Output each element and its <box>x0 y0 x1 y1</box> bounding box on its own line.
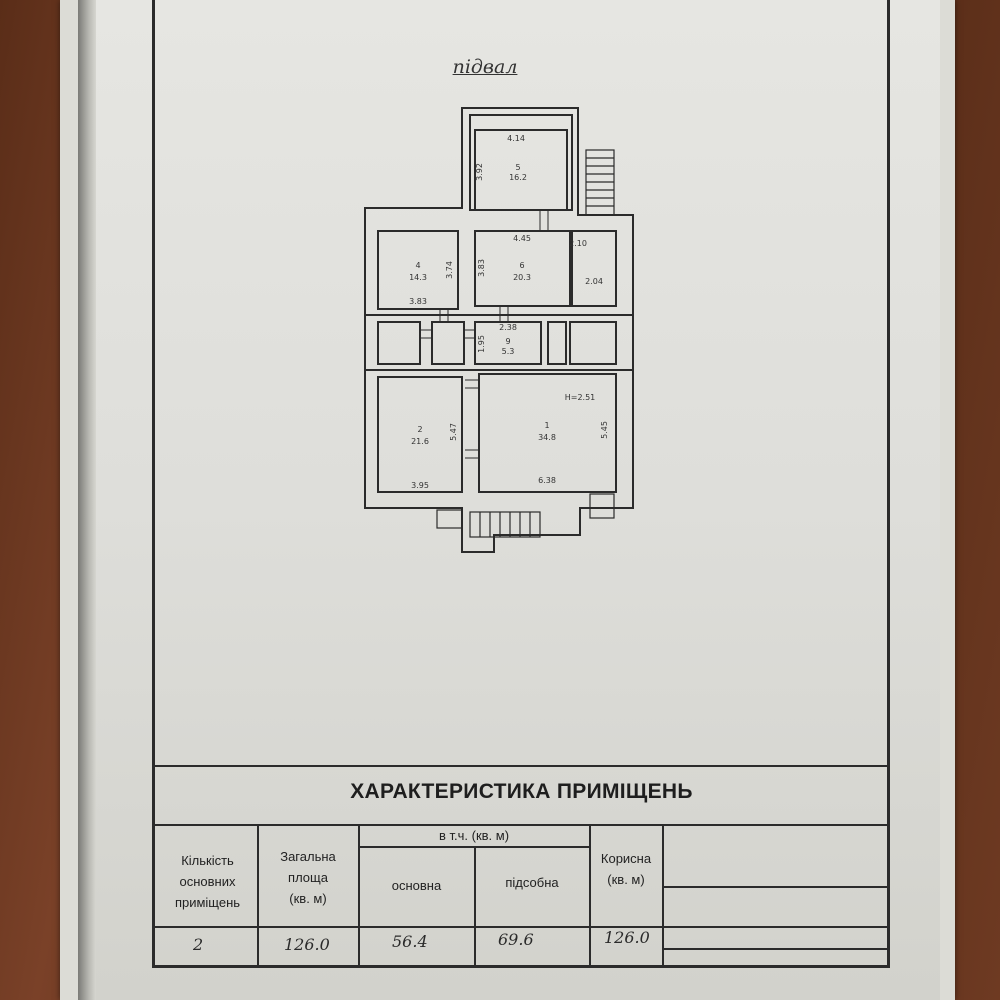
room-1-number: 1 <box>544 421 549 430</box>
extra-rule-2 <box>662 948 890 950</box>
header-count-line-1: Кількість <box>181 853 234 868</box>
header-bottom-rule <box>155 926 890 928</box>
room-5-number: 5 <box>515 163 520 172</box>
drawing-frame <box>152 0 890 968</box>
value-total: 126.0 <box>284 935 330 954</box>
table-title-rule <box>155 824 890 826</box>
col-divider-3 <box>474 846 476 968</box>
header-total-line-3: (кв. м) <box>289 891 327 906</box>
col-divider-2 <box>358 824 360 968</box>
value-main: 56.4 <box>392 932 428 951</box>
header-count: Кількість основних приміщень <box>160 850 255 913</box>
room-1-height: 5.45 <box>600 421 609 439</box>
floor-plan: 5 16.2 4.14 3.92 4 14.3 3.83 3.74 6 20.3… <box>364 107 634 553</box>
room-6-width: 4.45 <box>513 234 531 243</box>
doorways <box>420 210 549 459</box>
room-4-height: 3.74 <box>445 261 454 279</box>
header-useful-line-1: Корисна <box>600 851 652 866</box>
room-9-height: 1.95 <box>477 335 486 353</box>
room-4-width: 3.83 <box>409 297 427 306</box>
extra-rule-1 <box>662 886 890 888</box>
room-1-width: 6.38 <box>538 476 556 485</box>
col-divider-4 <box>589 824 591 968</box>
header-useful: Корисна (кв. м) <box>591 848 661 890</box>
wc-height: 2.10 <box>569 239 587 248</box>
room-9-width: 2.38 <box>499 323 517 332</box>
room-5-area: 16.2 <box>509 173 527 182</box>
table-title: ХАРАКТЕРИСТИКА ПРИМІЩЕНЬ <box>350 780 693 803</box>
room-9-area: 5.3 <box>502 347 515 356</box>
stairs <box>436 149 615 538</box>
paper-edge-shadow <box>78 0 96 1000</box>
room-6-area: 20.3 <box>513 273 531 282</box>
header-useful-line-2: (кв. м) <box>607 872 645 887</box>
value-useful: 126.0 <box>604 928 650 947</box>
document-sheet <box>95 0 940 1000</box>
wc-width: 2.04 <box>585 277 603 286</box>
room-1-ceiling: H=2.51 <box>565 393 596 402</box>
room-4-number: 4 <box>415 261 420 270</box>
room-2-area: 21.6 <box>411 437 429 446</box>
value-count: 2 <box>193 935 204 954</box>
header-count-line-2: основних <box>179 874 236 889</box>
header-count-line-3: приміщень <box>174 895 241 910</box>
header-total-line-1: Загальна <box>280 849 336 864</box>
header-total-line-2: площа <box>288 870 328 885</box>
header-auxiliary: підсобна <box>505 875 559 890</box>
room-2-number: 2 <box>417 425 422 434</box>
header-total: Загальна площа (кв. м) <box>260 846 356 909</box>
room-2-width: 3.95 <box>411 481 429 490</box>
header-including: в т.ч. (кв. м) <box>438 828 510 843</box>
room-2-height: 5.47 <box>449 423 458 441</box>
room-9-number: 9 <box>505 337 510 346</box>
col-divider-1 <box>257 824 259 968</box>
table-top-rule <box>155 765 890 767</box>
room-5-width: 4.14 <box>507 134 525 143</box>
room-5-height: 3.92 <box>475 163 484 181</box>
room-6-number: 6 <box>519 261 524 270</box>
room-4-area: 14.3 <box>409 273 427 282</box>
value-auxiliary: 69.6 <box>498 930 534 949</box>
plan-title: підвал <box>452 56 518 78</box>
room-6-height: 3.83 <box>477 259 486 277</box>
col-divider-5 <box>662 824 664 968</box>
room-1-area: 34.8 <box>538 433 556 442</box>
header-main: основна <box>391 878 442 893</box>
